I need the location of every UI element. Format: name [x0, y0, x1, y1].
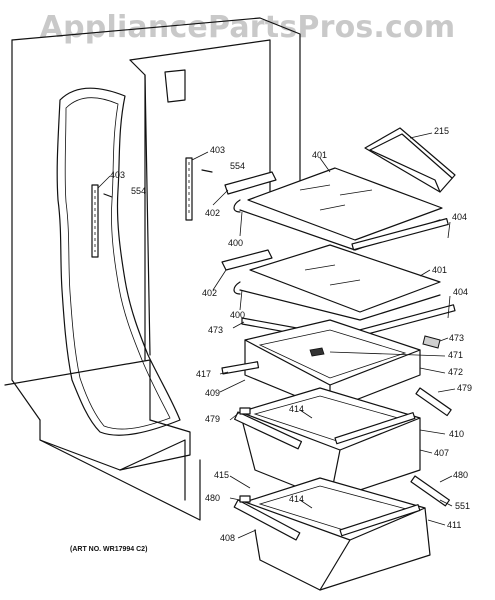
callout-480-left: 480 — [205, 493, 221, 503]
callout-471: 471 — [448, 350, 464, 360]
callout-404-upper: 404 — [452, 212, 468, 222]
cabinet-liner — [4, 17, 301, 521]
callout-414-upper: 414 — [289, 404, 305, 414]
callout-403-right: 403 — [210, 145, 226, 155]
drawer-411 — [233, 477, 431, 591]
callout-410: 410 — [449, 429, 465, 439]
callout-409: 409 — [205, 388, 221, 398]
bracket-402-lower — [221, 249, 273, 271]
callout-411: 411 — [447, 520, 462, 530]
bin-215 — [364, 127, 456, 193]
callout-404-lower: 404 — [453, 287, 469, 297]
callout-402-upper: 402 — [205, 208, 221, 218]
callout-479-left: 479 — [205, 414, 221, 424]
drawer-410 — [234, 387, 421, 501]
callout-403-left: 403 — [110, 170, 126, 180]
callout-215: 215 — [434, 126, 450, 136]
screw-554 — [103, 169, 213, 198]
rail-479-right — [415, 387, 452, 417]
callout-407: 407 — [434, 448, 450, 458]
shelf-ladder-right — [185, 157, 193, 221]
callout-479-right: 479 — [457, 383, 473, 393]
shelf-401-upper — [233, 167, 449, 251]
callout-473-left: 473 — [208, 325, 224, 335]
callout-402-lower: 402 — [202, 288, 218, 298]
watermark: AppliancePartsPros.com — [39, 10, 456, 45]
callout-400-upper: 400 — [228, 238, 244, 248]
bracket-402-upper — [224, 171, 277, 195]
callout-401-lower: 401 — [432, 265, 448, 275]
shelf-ladder-left — [91, 184, 99, 258]
callout-408: 408 — [220, 533, 236, 543]
rail-480-right — [410, 475, 451, 507]
leader-lines — [97, 132, 456, 539]
rail-417 — [221, 361, 260, 375]
callout-414-lower: 414 — [289, 494, 305, 504]
art-number: (ART NO. WR17994 C2) — [70, 546, 148, 553]
callout-417: 417 — [196, 369, 212, 379]
callout-473-right: 473 — [449, 333, 465, 343]
callout-554-right: 554 — [230, 161, 246, 171]
callout-551: 551 — [455, 501, 471, 511]
callout-554-left: 554 — [131, 186, 147, 196]
rail-480-left — [239, 495, 251, 503]
callout-415: 415 — [214, 470, 230, 480]
shelf-401-lower — [233, 244, 456, 339]
callout-400-lower: 400 — [230, 310, 246, 320]
callout-472: 472 — [448, 367, 464, 377]
rail-479-left — [239, 407, 251, 415]
callout-480-right: 480 — [453, 470, 469, 480]
callout-401-upper: 401 — [312, 150, 328, 160]
